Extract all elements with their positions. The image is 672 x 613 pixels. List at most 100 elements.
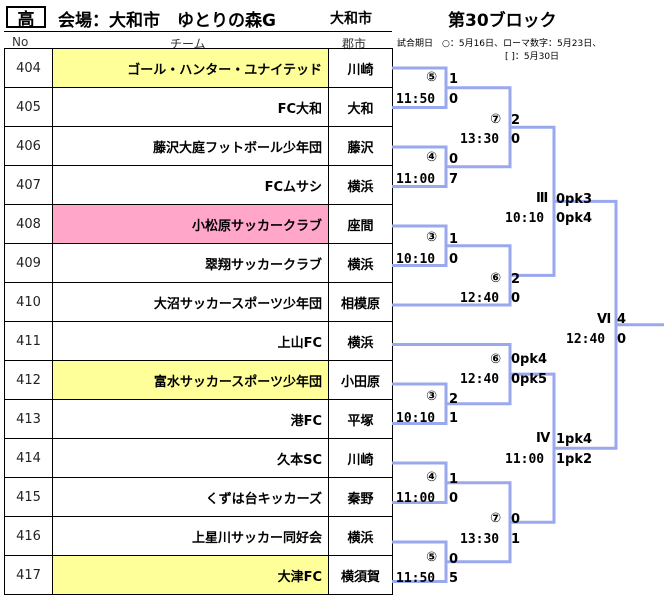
team-name: FCムサシ [52,165,329,205]
team-city: 横浜 [328,516,393,556]
match-r2b-score2: 0 [511,291,521,306]
match-r1b-score2: 7 [449,172,459,187]
match-r2b-round: ⑥ [490,271,502,286]
match-r1a-score1: 1 [449,72,459,87]
team-number: 406 [4,126,53,166]
team-number: 417 [4,555,53,595]
match-r1c-score1: 1 [449,232,459,247]
schedule-note-line2: [ ]：5月30日 [505,52,560,62]
team-number: 409 [4,243,53,283]
match-r2c-score1: 0pk4 [511,352,548,367]
team-number: 408 [4,204,53,244]
match-r2c-time: 12:40 [460,372,500,387]
team-name: ゴール・ハンター・ユナイテッド [52,48,329,88]
match-r3a-time: 10:10 [505,211,545,226]
match-r1e-round: ④ [426,470,438,485]
venue-title: 会場：大和市 ゆとりの森G [58,11,276,31]
team-number: 416 [4,516,53,556]
team-name: くずは台キッカーズ [52,477,329,517]
match-r2a-time: 13:30 [460,132,500,147]
team-number: 412 [4,360,53,400]
match-r1e-time: 11:00 [396,491,436,506]
match-r1c-time: 10:10 [396,252,436,267]
match-r1d-round: ③ [426,389,438,404]
venue-city: 大和市 [330,11,372,27]
team-city: 座間 [328,204,393,244]
team-city: 川崎 [328,48,393,88]
team-name: 翠翔サッカークラブ [52,243,329,283]
match-r1e-score2: 0 [449,491,459,506]
match-r1f-time: 11:50 [396,571,436,586]
match-r3b-score2: 1pk2 [556,452,593,467]
team-number: 414 [4,438,53,478]
grade-badge: 高 [6,6,46,30]
team-name: FC大和 [52,87,329,127]
team-city: 平塚 [328,399,393,439]
match-r2b-score1: 2 [511,272,521,287]
team-number: 411 [4,321,53,361]
match-final-score2: 0 [617,332,627,347]
match-final-time: 12:40 [566,332,606,347]
team-number: 410 [4,282,53,322]
match-r1d-time: 10:10 [396,411,436,426]
match-r1e-score1: 1 [449,472,459,487]
col-header-no: No [12,35,29,49]
match-r2d-score2: 1 [511,532,521,547]
match-r1d-score1: 2 [449,392,459,407]
match-r3a-score1: 0pk3 [556,192,593,207]
team-city: 川崎 [328,438,393,478]
match-r3b-score1: 1pk4 [556,432,593,447]
team-city: 秦野 [328,477,393,517]
team-number: 415 [4,477,53,517]
match-r3a-score2: 0pk4 [556,211,593,226]
match-r1b-round: ④ [426,150,438,165]
team-name: 大津FC [52,555,329,595]
match-r1f-score1: 0 [449,552,459,567]
team-name: 港FC [52,399,329,439]
team-name: 富水サッカースポーツ少年団 [52,360,329,400]
match-r2d-round: ⑦ [490,511,502,526]
bracket-line [510,372,556,524]
match-r1a-round: ⑤ [426,70,438,85]
team-city: 藤沢 [328,126,393,166]
match-r1d-score2: 1 [449,411,459,426]
team-number: 405 [4,87,53,127]
match-r1c-round: ③ [426,230,438,245]
match-r1b-time: 11:00 [396,172,436,187]
col-header-team: チーム [170,37,206,51]
match-final-score1: 4 [617,312,627,327]
match-r3b-round: Ⅳ [536,431,551,446]
team-city: 横浜 [328,321,393,361]
match-r1c-score2: 0 [449,252,459,267]
team-city: 横浜 [328,243,393,283]
header-divider [4,31,392,32]
match-r2a-score2: 0 [511,132,521,147]
match-r2c-round: ⑥ [490,352,502,367]
team-name: 久本SC [52,438,329,478]
team-city: 横須賀 [328,555,393,595]
match-r1a-time: 11:50 [396,92,436,107]
team-number: 407 [4,165,53,205]
match-r2c-score2: 0pk5 [511,372,548,387]
schedule-note-line1: 試合期日 ○：5月16日、ローマ数字：5月23日、 [397,39,602,49]
team-city: 小田原 [328,360,393,400]
match-final-round: Ⅵ [597,312,612,327]
match-r1a-score2: 0 [449,92,459,107]
match-r2d-time: 13:30 [460,532,500,547]
match-r1f-score2: 5 [449,571,459,586]
match-r2a-round: ⑦ [490,112,502,127]
block-title: 第30ブロック [448,11,557,31]
match-r3a-round: Ⅲ [536,191,549,206]
match-r1f-round: ⑤ [426,550,438,565]
match-r2a-score1: 2 [511,113,521,128]
